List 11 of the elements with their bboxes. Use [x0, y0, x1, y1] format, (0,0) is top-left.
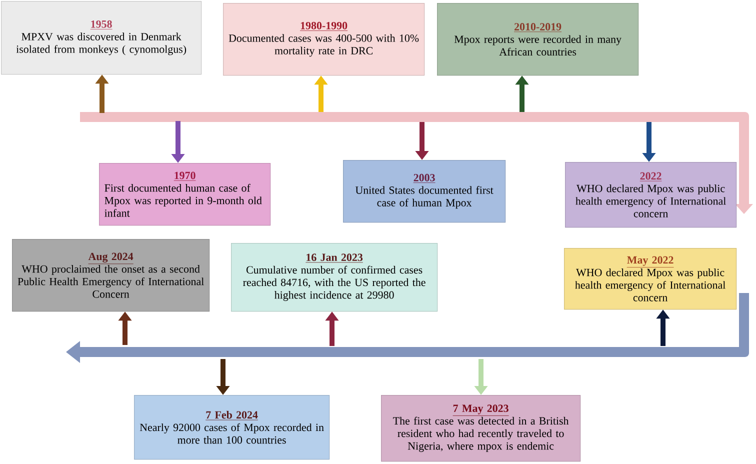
- event-box: 2010-2019 Mpox reports were recorded in many African countries: [437, 3, 639, 76]
- event-box: 2003 United States documented first case of human Mpox: [343, 160, 506, 223]
- event-box: 7 May 2023 The first case was detected in a British resident who had recently traveled to Nigeria, where mpox is endemic: [381, 395, 581, 462]
- event-box: 2022 WHO declared Mpox was public health emergency of International concern: [565, 162, 737, 228]
- event-box: 7 Feb 2024 Nearly 92000 cases of Mpox recorded in more than 100 countries: [134, 395, 330, 460]
- event-box: 1970 First documented human case of Mpox was reported in 9-month old infant: [99, 163, 271, 226]
- event-box: Aug 2024 WHO proclaimed the onset as a second Public Health Emergency of International Concern: [12, 239, 210, 312]
- event-box: 16 Jan 2023 Cumulative number of confirmed cases reached 84716, with the US reported the highest incidence at 29980: [231, 243, 438, 312]
- event-box: 1980-1990 Documented cases was 400-500 with 10% mortality rate in DRC: [223, 3, 425, 76]
- event-box: 1958 MPXV was discovered in Denmark isolated from monkeys ( cynomolgus): [1, 1, 202, 75]
- event-box: May 2022 WHO declared Mpox was public health emergency of International concern: [564, 248, 737, 310]
